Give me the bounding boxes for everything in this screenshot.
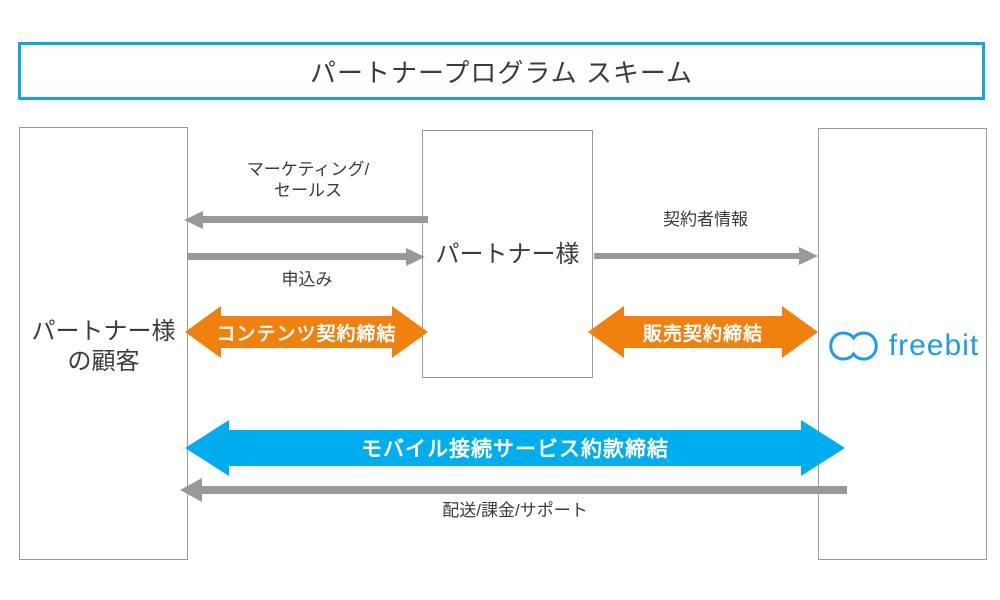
double-arrow-icon: [185, 420, 845, 476]
mobile-terms-label: モバイル接続サービス約款締結: [361, 438, 669, 461]
sales-contract-label: 販売契約締結: [642, 323, 763, 345]
label-line: セールス: [274, 181, 342, 200]
delivery-arrowhead-icon: [180, 478, 202, 502]
application-arrow-shaft: [188, 253, 407, 260]
marketing-sales-label: マーケティング/ セールス: [188, 159, 428, 201]
subscriber-info-label: 契約者情報: [663, 210, 748, 229]
double-arrow-icon: [185, 306, 428, 358]
freebit-logo: freebit: [819, 329, 986, 363]
freebit-wordmark: freebit: [888, 329, 980, 362]
label-line: パートナー様: [31, 318, 176, 345]
label-line: の顧客: [67, 348, 140, 375]
application-arrowhead-icon: [406, 248, 425, 266]
mobile-terms-arrow: モバイル接続サービス約款締結: [185, 419, 845, 477]
delivery-support-label: 配送/課金/サポート: [442, 501, 588, 520]
marketing-arrowhead-icon: [184, 211, 203, 229]
box-freebit: freebit: [818, 128, 987, 560]
double-arrow-icon: [588, 306, 818, 358]
sales-contract-arrow: 販売契約締結: [588, 304, 818, 360]
delivery-arrow-shaft: [200, 486, 847, 494]
box-partner-customers: パートナー様 の顧客: [19, 127, 188, 560]
freebit-cloud-icon: [829, 331, 878, 361]
label-line: マーケティング/: [246, 160, 370, 179]
box-partner: パートナー様: [422, 130, 593, 378]
page-title: パートナープログラム スキーム: [309, 57, 694, 88]
box-partner-customers-label: パートナー様 の顧客: [20, 317, 187, 377]
box-partner-label: パートナー様: [435, 241, 580, 268]
subscriber-info-arrowhead-icon: [799, 247, 818, 265]
subscriber-info-arrow-shaft: [594, 253, 800, 259]
content-contract-arrow: コンテンツ契約締結: [185, 304, 428, 360]
application-label: 申込み: [281, 270, 333, 289]
title-box: パートナープログラム スキーム: [18, 42, 985, 100]
marketing-arrow-shaft: [201, 216, 428, 223]
content-contract-label: コンテンツ契約締結: [216, 323, 397, 345]
